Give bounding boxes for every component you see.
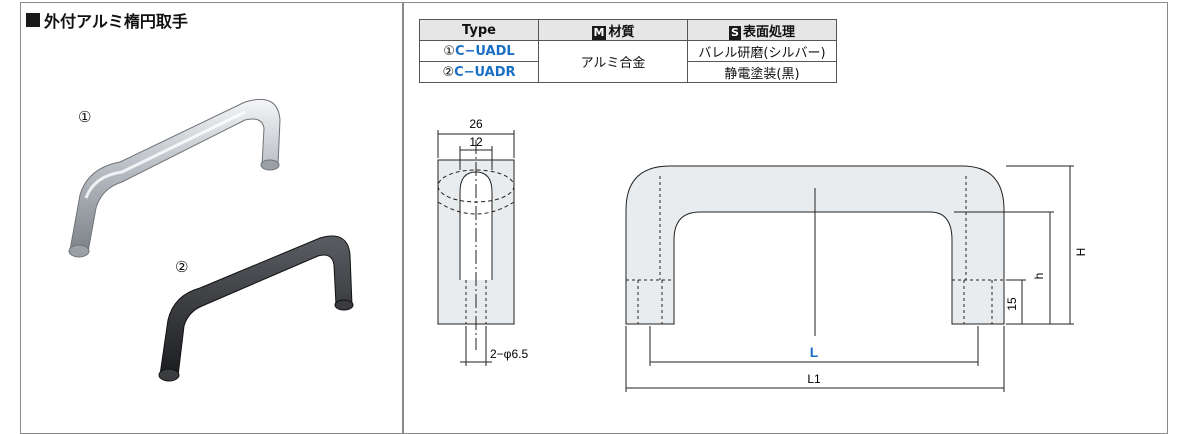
table-row: ②C−UADR 静電塗装(黒) bbox=[419, 61, 837, 83]
item-marker-1: ① bbox=[78, 108, 92, 126]
dim-H: H bbox=[1074, 248, 1088, 257]
type-cell: ②C−UADR bbox=[419, 61, 539, 83]
header-type: Type bbox=[419, 19, 539, 41]
dim-26: 26 bbox=[469, 117, 483, 131]
surface-cell: バレル研磨(シルバー) bbox=[687, 40, 837, 62]
silver-handle-image bbox=[68, 98, 281, 258]
title-square-icon bbox=[26, 13, 40, 27]
type-cell: ①C−UADL bbox=[419, 40, 539, 62]
dim-h: h bbox=[1032, 273, 1046, 280]
dim-L1: L1 bbox=[807, 372, 821, 386]
technical-drawing: 26 12 2−φ6.5 L L1 H h 15 bbox=[437, 117, 1088, 392]
table-row: ①C−UADL アルミ合金 バレル研磨(シルバー) bbox=[419, 40, 837, 83]
dim-hole: 2−φ6.5 bbox=[490, 347, 528, 361]
surface-cell: 静電塗装(黒) bbox=[687, 61, 837, 83]
dim-12: 12 bbox=[469, 135, 483, 149]
item-marker-2: ② bbox=[175, 258, 189, 276]
page-title: 外付アルミ楕円取手 bbox=[26, 8, 188, 32]
material-cell: アルミ合金 bbox=[538, 40, 688, 83]
product-illustration bbox=[68, 98, 354, 382]
dim-L: L bbox=[810, 344, 819, 360]
material-badge: M bbox=[591, 25, 607, 40]
surface-badge: S bbox=[729, 25, 741, 40]
black-handle-image bbox=[158, 235, 354, 382]
dim-15: 15 bbox=[1005, 297, 1019, 311]
title-text: 外付アルミ楕円取手 bbox=[44, 12, 188, 31]
